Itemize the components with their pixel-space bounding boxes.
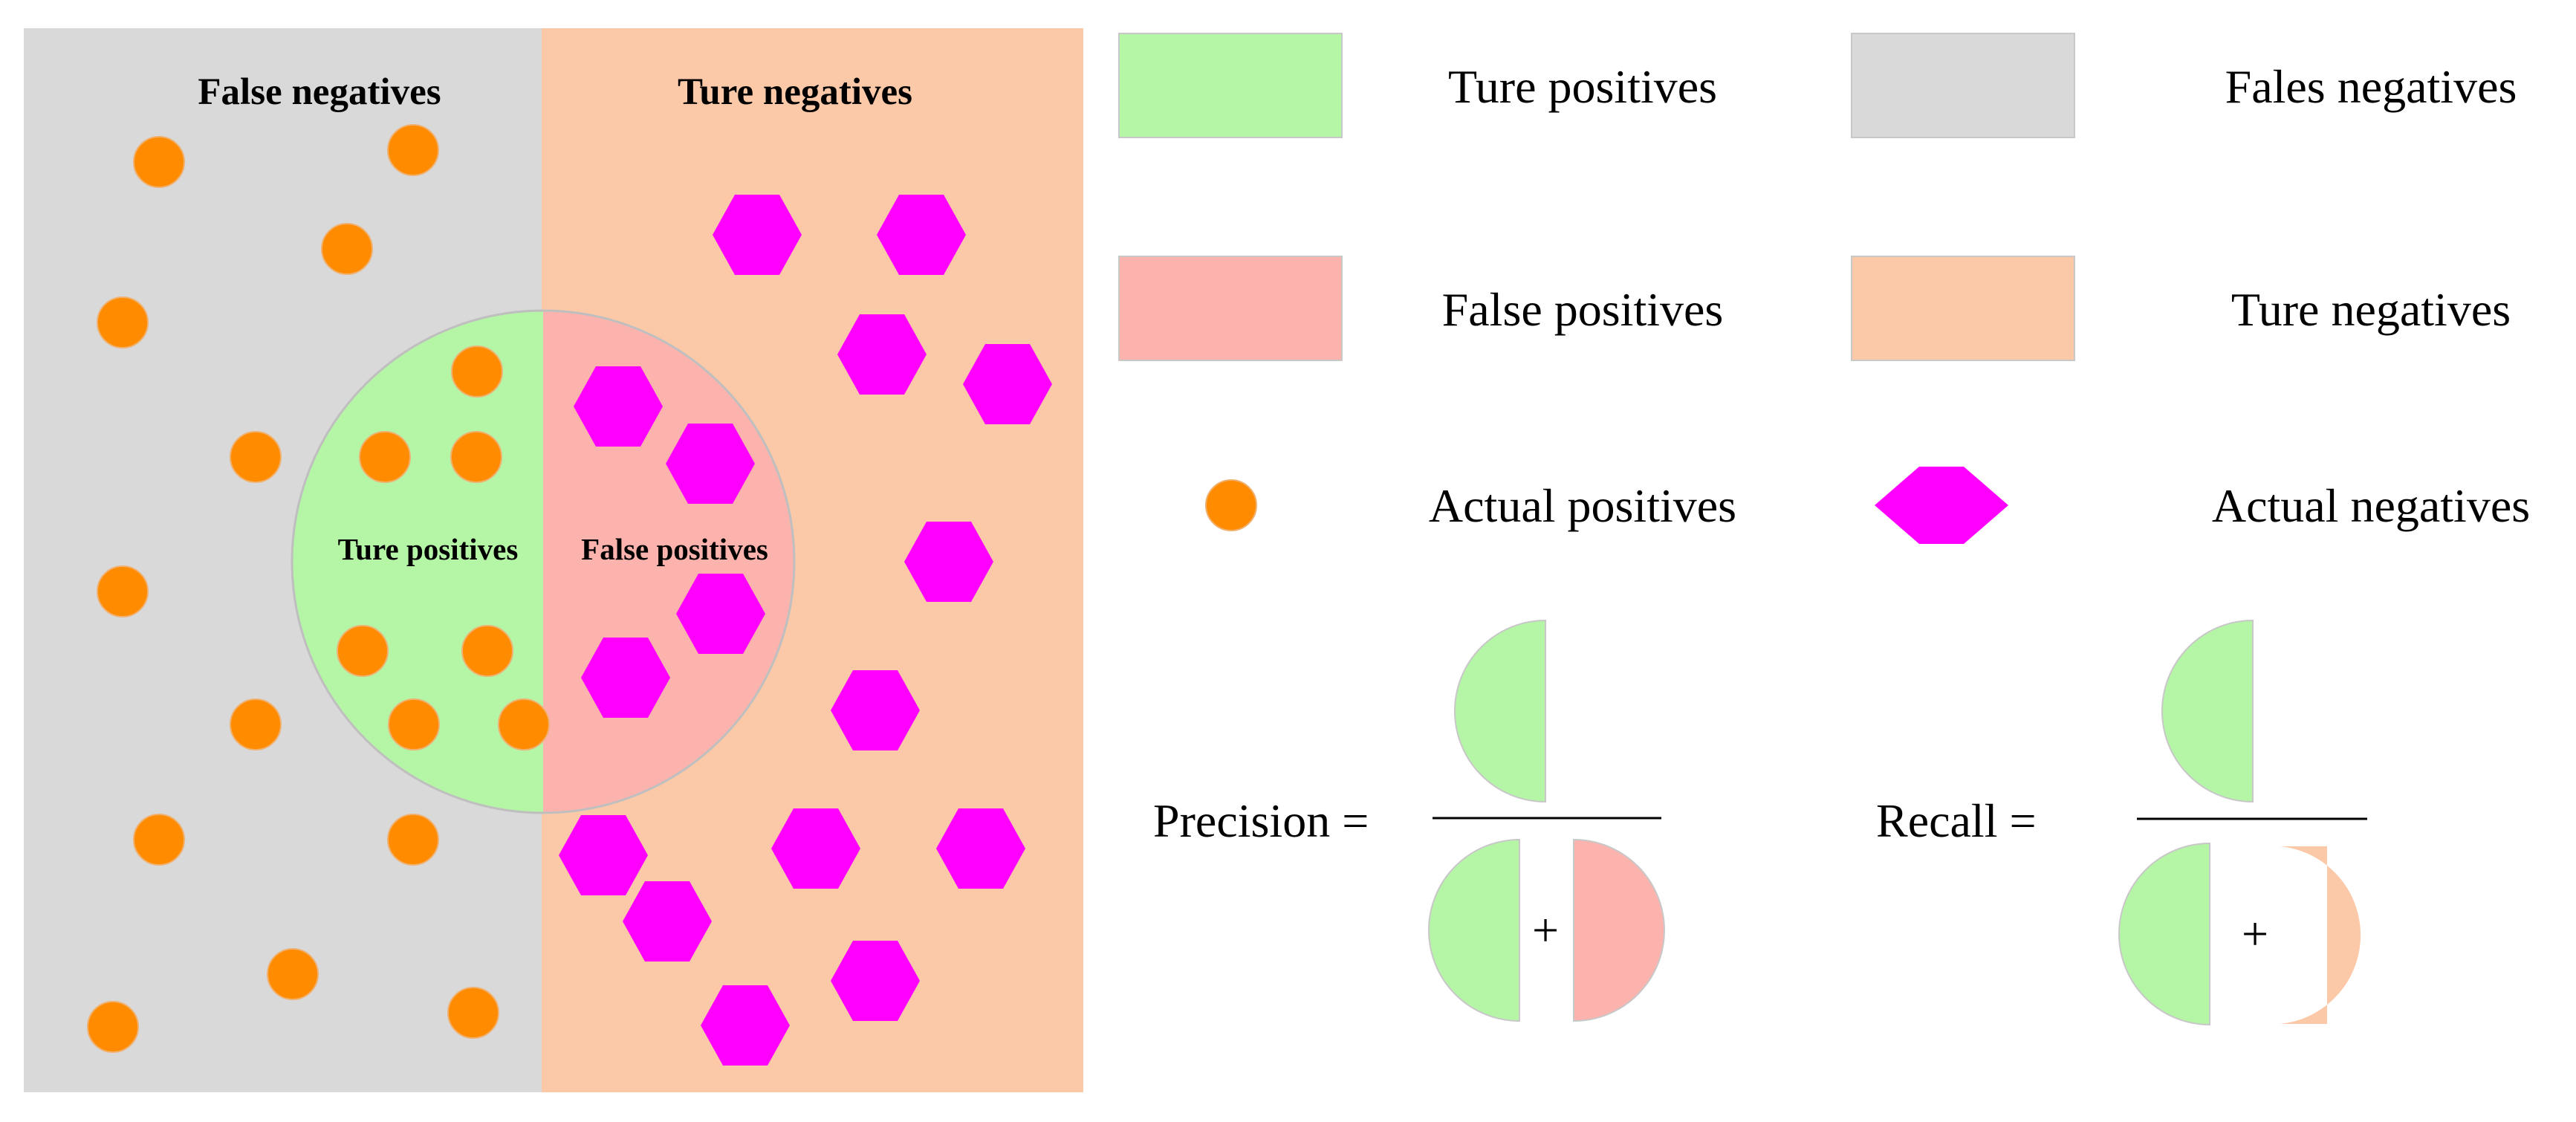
recall-numerator-true-positives	[2161, 619, 2254, 803]
precision-plus-sign: +	[1532, 904, 1559, 956]
actual-negative-hexagon	[936, 808, 1025, 889]
actual-negative-hexagon	[701, 985, 790, 1066]
actual-positive-dot	[461, 625, 513, 677]
precision-denominator-false-positives	[1573, 838, 1665, 1022]
actual-negative-hexagon	[559, 815, 648, 895]
actual-positive-dot	[230, 698, 282, 750]
actual-positive-dot	[387, 124, 439, 176]
precision-denominator-true-positives	[1428, 838, 1520, 1022]
actual-positive-dot	[388, 698, 440, 750]
actual-negative-hexagon	[877, 195, 966, 275]
legend-label-actual-positives: Actual positives	[1429, 479, 1736, 532]
precision-numerator-true-positives	[1454, 619, 1546, 803]
actual-positive-dot	[450, 431, 502, 483]
recall-denominator-false-negatives	[2280, 846, 2361, 1024]
actual-negative-hexagon	[904, 522, 993, 602]
recall-plus-sign: +	[2242, 907, 2268, 960]
actual-positive-dot	[267, 948, 319, 1000]
actual-positive-dot	[87, 1001, 139, 1053]
actual-positive-dot	[97, 296, 149, 348]
actual-negative-hexagon	[666, 424, 755, 504]
legend-label-true-positives: Ture positives	[1448, 60, 1717, 113]
legend-label-false-negatives: Fales negatives	[2225, 60, 2517, 113]
actual-negative-hexagon	[831, 670, 920, 750]
selected-elements-circle-outline	[291, 309, 796, 814]
actual-negative-hexagon	[963, 344, 1052, 424]
actual-positive-dots	[87, 124, 550, 1053]
actual-positive-dot	[337, 625, 389, 677]
actual-positive-dot	[447, 987, 499, 1039]
legend-swatch-actual-positives	[1205, 479, 1257, 531]
actual-negative-hexagon	[713, 195, 802, 275]
false-negatives-title: False negatives	[198, 71, 441, 113]
actual-negative-hexagon	[623, 881, 712, 962]
actual-positive-dot	[230, 431, 282, 483]
legend-swatch-false-negatives	[1851, 33, 2075, 138]
actual-positive-dot	[451, 346, 503, 398]
actual-negative-hexagon	[574, 366, 663, 447]
actual-positive-dot	[97, 565, 149, 617]
actual-negative-hexagons	[559, 195, 1052, 1066]
true-positives-circle-label: Ture positives	[338, 532, 519, 566]
actual-negative-hexagon	[837, 314, 927, 395]
legend-label-false-positives: False positives	[1442, 283, 1724, 336]
actual-positive-dot	[321, 223, 373, 275]
actual-positive-dot	[359, 431, 411, 483]
recall-formula: Recall = +	[1876, 619, 2367, 1026]
actual-negative-hexagon	[581, 638, 670, 718]
recall-denominator-true-positives	[2118, 842, 2210, 1026]
actual-positive-dot	[387, 814, 439, 866]
actual-positive-dot	[498, 698, 550, 750]
false-positives-circle-label: False positives	[581, 532, 768, 566]
actual-positive-dot	[133, 136, 185, 188]
legend-swatch-false-positives	[1118, 256, 1343, 361]
legend-label-true-negatives: Ture negatives	[2231, 283, 2511, 336]
actual-positive-dot	[133, 814, 185, 866]
recall-label: Recall =	[1876, 794, 2037, 847]
precision-formula: Precision = +	[1153, 619, 1665, 1022]
legend: Ture positives Fales negatives False pos…	[1118, 33, 2530, 544]
legend-swatch-actual-negatives	[1875, 467, 2008, 544]
actual-negative-hexagon	[831, 941, 920, 1021]
legend-label-actual-negatives: Actual negatives	[2212, 479, 2530, 532]
true-negatives-title: Ture negatives	[678, 71, 912, 113]
actual-negative-hexagon	[771, 808, 860, 889]
actual-negative-hexagon	[676, 574, 765, 654]
legend-swatch-true-positives	[1118, 33, 1343, 138]
legend-swatch-true-negatives	[1851, 256, 2075, 361]
precision-label: Precision =	[1153, 794, 1369, 847]
